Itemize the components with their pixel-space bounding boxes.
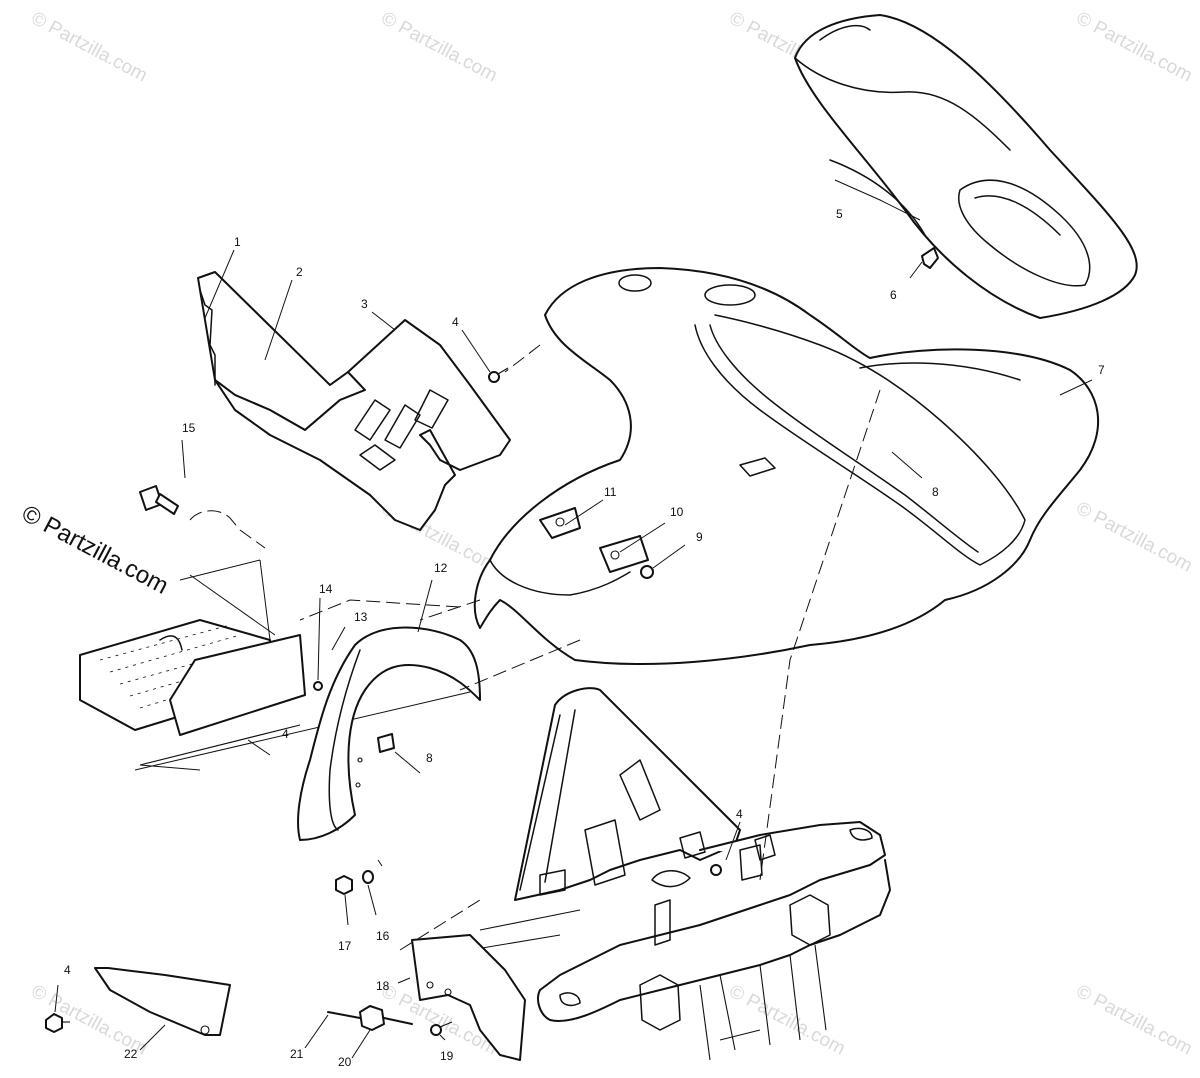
callout-12: 12: [434, 561, 448, 575]
callout-2: 2: [296, 265, 303, 279]
callout-19: 19: [440, 1049, 454, 1063]
watermark: © Partzilla.com: [1073, 498, 1196, 577]
part-16-washer: [362, 870, 374, 884]
callout-15: 15: [182, 421, 196, 435]
part-3-footwell: [214, 319, 511, 531]
part-9-nut: [640, 565, 654, 579]
part-20-grommet: [359, 1005, 413, 1031]
watermark: © Partzilla.com: [28, 8, 151, 87]
callout-14: 14: [319, 582, 333, 596]
callout-1: 1: [234, 235, 241, 249]
callout-8: 8: [426, 751, 433, 765]
part-18-flap: [411, 934, 526, 1061]
part-4-bolt-c: [710, 864, 722, 876]
callout-22: 22: [124, 1047, 138, 1061]
part-10-bracket: [599, 535, 649, 573]
callout-8: 8: [932, 485, 939, 499]
callout-17: 17: [338, 939, 352, 953]
callout-18: 18: [376, 979, 390, 993]
callout-7: 7: [1098, 363, 1105, 377]
part-4-bolt-a: [488, 367, 509, 383]
front-floor-assembly: [79, 510, 471, 771]
part-5-seat: [794, 14, 1138, 319]
part-6-clip: [921, 247, 939, 269]
frame-assembly: [469, 687, 891, 1061]
part-12-fender-flare: [297, 626, 481, 841]
part-21-rod: [327, 1011, 361, 1019]
part-11-bracket: [539, 507, 581, 539]
callout-10: 10: [670, 505, 684, 519]
callout-21: 21: [290, 1047, 304, 1061]
part-7-rear-fender: [473, 267, 1100, 665]
watermark: © Partzilla.com: [1073, 981, 1196, 1060]
leader-lines: [54, 179, 1093, 1059]
callout-9: 9: [696, 530, 703, 544]
part-8-clip-b: [377, 733, 395, 753]
watermark: © Partzilla.com: [378, 8, 501, 87]
callout-16: 16: [376, 929, 390, 943]
part-22-guard: [94, 967, 231, 1036]
callout-11: 11: [604, 485, 617, 499]
callout-4: 4: [282, 727, 289, 741]
callout-4: 4: [452, 315, 459, 329]
callouts: 1 2 3 4 5 6 7 8 9 10 11 12 13 14 15 4 8 …: [64, 207, 1105, 1069]
part-4-bolt-d: [45, 1013, 70, 1033]
callout-4: 4: [64, 963, 71, 977]
callout-3: 3: [361, 297, 368, 311]
part-14-nut: [313, 681, 323, 691]
callout-5: 5: [836, 207, 843, 221]
watermark: © Partzilla.com: [1073, 8, 1196, 87]
callout-4: 4: [736, 807, 743, 821]
part-15-bolt: [139, 485, 179, 515]
part-19-screw: [430, 1021, 453, 1036]
alignment-lines: [299, 344, 881, 951]
watermark: © Partzilla.com: [726, 981, 849, 1060]
callout-13: 13: [354, 610, 368, 624]
part-17-nut: [335, 875, 353, 895]
callout-6: 6: [890, 288, 897, 302]
callout-20: 20: [338, 1055, 352, 1069]
